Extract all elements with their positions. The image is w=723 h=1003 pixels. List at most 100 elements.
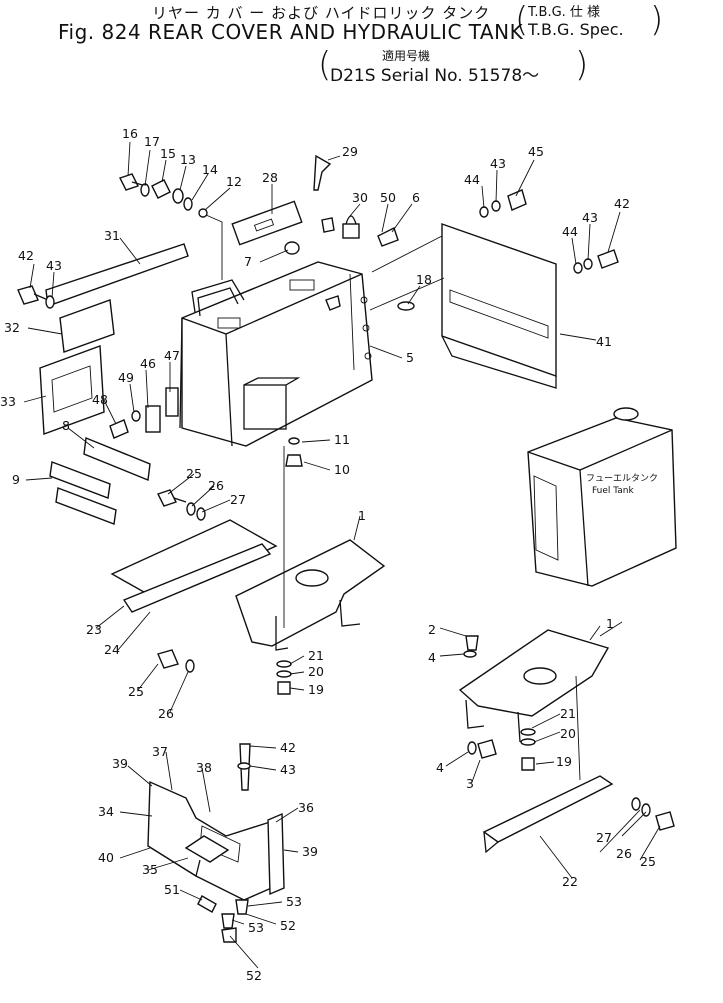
callout-21-left: 21 (308, 648, 324, 663)
callout-24: 24 (104, 642, 120, 657)
callout-43-lower: 43 (582, 210, 598, 225)
spec-english: T.B.G. Spec. (528, 20, 624, 39)
callout-44-upper: 44 (464, 172, 480, 187)
bolt-cluster-upper-left (119, 173, 223, 280)
callout-19-right: 19 (556, 754, 572, 769)
callout-53-upper: 53 (286, 894, 302, 909)
callout-52-lower: 52 (246, 968, 262, 983)
leader-lines (23, 141, 661, 969)
callout-43-left: 43 (46, 258, 62, 273)
callout-27-mid: 27 (230, 492, 246, 507)
callout-31: 31 (104, 228, 120, 243)
callout-35: 35 (142, 862, 158, 877)
lower-cover-assembly (147, 743, 285, 943)
callout-43-lower-assy: 43 (280, 762, 296, 777)
callout-50: 50 (380, 190, 396, 205)
callout-39-left: 39 (112, 756, 128, 771)
callout-4-upper: 4 (428, 650, 436, 665)
callout-48: 48 (92, 392, 108, 407)
callout-15: 15 (160, 146, 176, 161)
model-japanese: 適用号機 (382, 49, 431, 63)
side-cover-31 (39, 243, 189, 435)
callout-14: 14 (202, 162, 218, 177)
callout-1-left: 1 (358, 508, 366, 523)
title-japanese: リヤー カ バ ー および ハイドロリック タンク (152, 4, 491, 22)
callout-8: 8 (62, 418, 70, 433)
callout-25-right: 25 (640, 854, 656, 869)
floor-plates (110, 446, 386, 651)
spec-japanese: T.B.G. 仕 様 (528, 5, 601, 20)
callout-20-left: 20 (308, 664, 324, 679)
items-46-49 (109, 387, 179, 439)
callout-18: 18 (416, 272, 432, 287)
callout-4-lower: 4 (436, 760, 444, 775)
callout-3: 3 (466, 776, 474, 791)
model-close-paren: ) (575, 45, 589, 85)
callout-labels: 16 17 15 13 14 12 28 29 30 50 6 44 43 45… (0, 126, 656, 983)
serial-range: D21S Serial No. 51578～ (330, 66, 540, 86)
callout-16: 16 (122, 126, 138, 141)
callout-11: 11 (334, 432, 350, 447)
callout-33: 33 (0, 394, 16, 409)
hydraulic-tank (179, 261, 373, 447)
callout-12: 12 (226, 174, 242, 189)
bolt-left-42 (17, 285, 55, 309)
callout-1-right: 1 (606, 616, 614, 631)
callout-45: 45 (528, 144, 544, 159)
callout-9: 9 (12, 472, 20, 487)
callout-26-mid: 26 (208, 478, 224, 493)
callout-26-low: 26 (158, 706, 174, 721)
fuel-tank-label-en: Fuel Tank (592, 486, 635, 496)
callout-51: 51 (164, 882, 180, 897)
callout-47: 47 (164, 348, 180, 363)
callout-10: 10 (334, 462, 350, 477)
callout-49: 49 (118, 370, 134, 385)
callout-26-right: 26 (616, 846, 632, 861)
callout-43-upper: 43 (490, 156, 506, 171)
callout-29: 29 (342, 144, 358, 159)
callout-2: 2 (428, 622, 436, 637)
callout-38: 38 (196, 760, 212, 775)
panel-41 (369, 223, 557, 389)
callout-42-right: 42 (614, 196, 630, 211)
callout-30: 30 (352, 190, 368, 205)
spec-close-paren: ) (650, 0, 664, 40)
callout-17: 17 (144, 134, 160, 149)
callout-41: 41 (596, 334, 612, 349)
bolts-right (479, 189, 619, 274)
callout-25-low: 25 (128, 684, 144, 699)
callout-6: 6 (412, 190, 420, 205)
callout-25-mid: 25 (186, 466, 202, 481)
bolts-25-27-mid (157, 489, 206, 673)
top-small-parts (231, 154, 415, 467)
callout-32: 32 (4, 320, 20, 335)
callout-44-lower: 44 (562, 224, 578, 239)
plates-8-9 (49, 437, 151, 525)
spec-open-paren: ( (515, 0, 529, 40)
callout-27-right: 27 (596, 830, 612, 845)
callout-40: 40 (98, 850, 114, 865)
figure-title: Fig. 824 REAR COVER AND HYDRAULIC TANK (58, 20, 524, 44)
fuel-tank-label-jp: フューエルタンク (586, 473, 658, 484)
callout-42-lower: 42 (280, 740, 296, 755)
callout-28: 28 (262, 170, 278, 185)
callout-39-right: 39 (302, 844, 318, 859)
frame-right (458, 629, 675, 854)
callout-7: 7 (244, 254, 252, 269)
bolts-19-21-left (276, 660, 292, 695)
callout-34: 34 (98, 804, 114, 819)
callout-36: 36 (298, 800, 314, 815)
callout-52-upper: 52 (280, 918, 296, 933)
callout-42-left: 42 (18, 248, 34, 263)
callout-46: 46 (140, 356, 156, 371)
fuel-tank: フューエルタンク Fuel Tank (527, 407, 677, 587)
callout-21-right: 21 (560, 706, 576, 721)
callout-19-left: 19 (308, 682, 324, 697)
callout-23: 23 (86, 622, 102, 637)
callout-13: 13 (180, 152, 196, 167)
callout-20-right: 20 (560, 726, 576, 741)
callout-37: 37 (152, 744, 168, 759)
callout-5: 5 (406, 350, 414, 365)
model-open-paren: ( (318, 45, 332, 85)
